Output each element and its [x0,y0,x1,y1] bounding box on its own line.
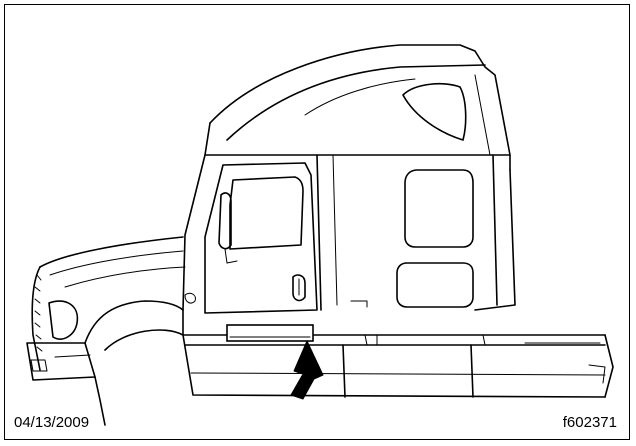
pointer-arrow-icon [290,340,324,400]
hood [26,236,196,426]
sleeper-panels [350,169,474,308]
side-skirt [104,309,614,398]
figure-id: f602371 [562,414,617,431]
figure-date: 04/13/2009 [14,414,90,431]
figure-frame: 04/13/2009 f602371 [4,4,630,440]
cab-body [182,122,516,311]
roof-fairing [209,44,511,171]
access-panel [226,324,314,342]
truck-cab-illustration [26,44,614,426]
door [204,162,318,314]
